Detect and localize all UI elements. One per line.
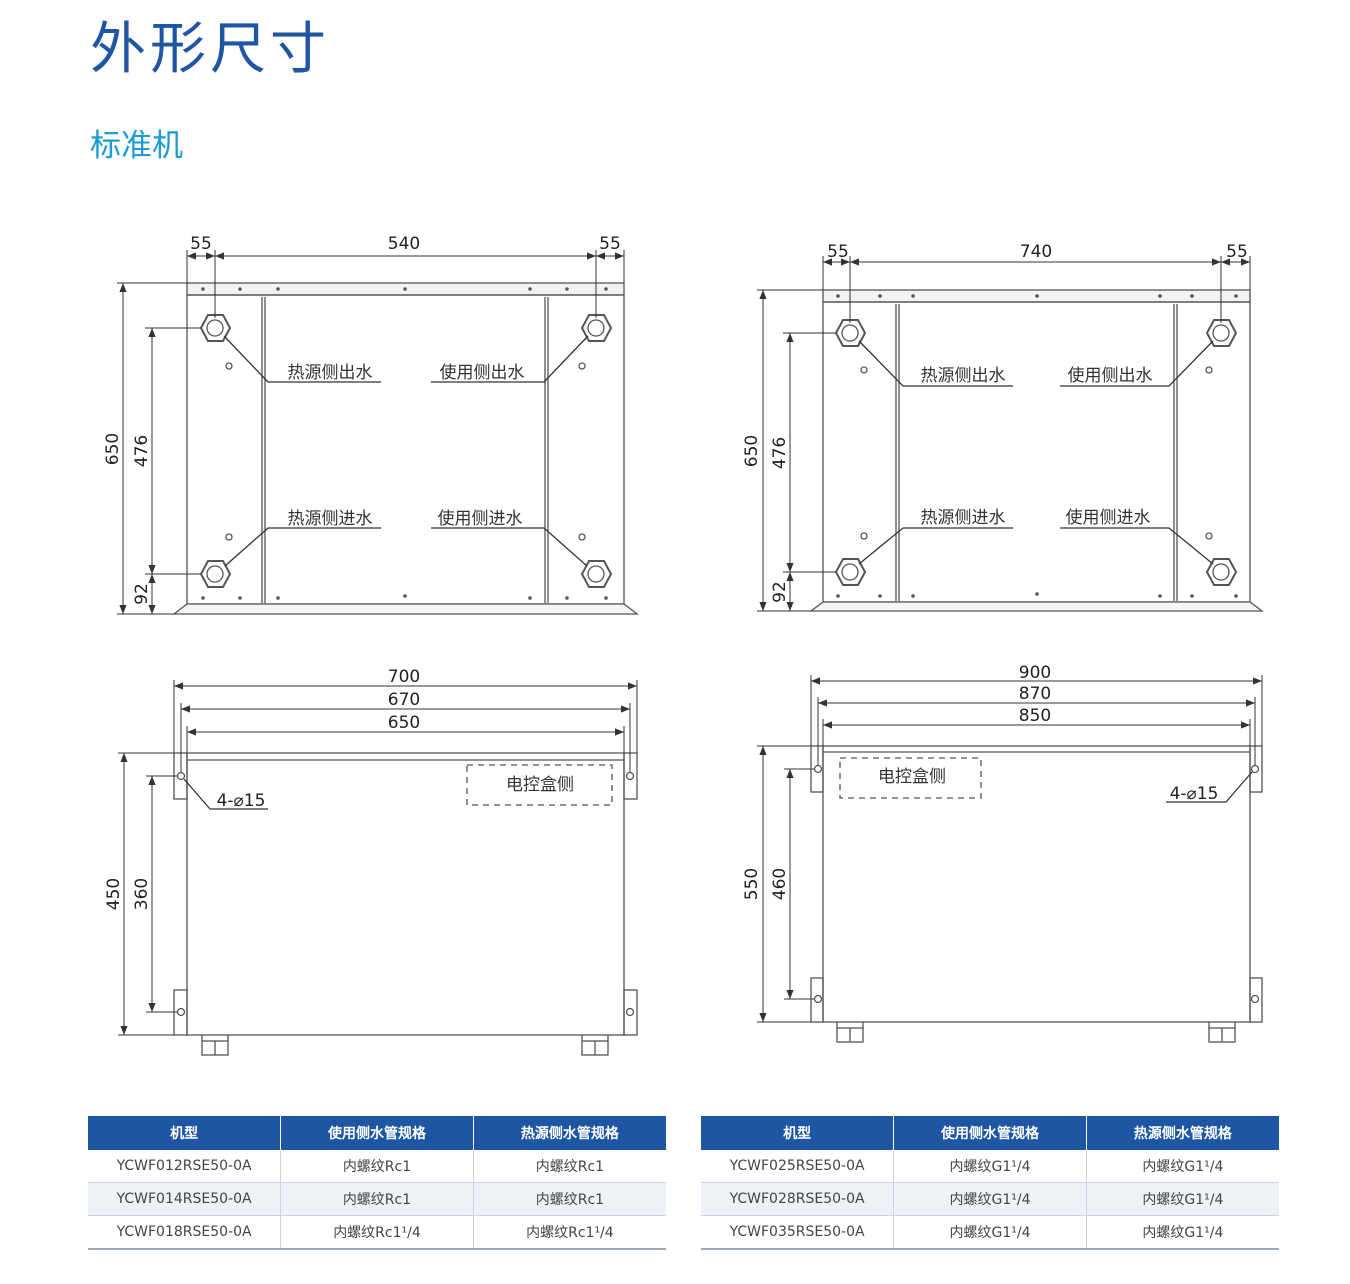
cell-model: YCWF012RSE50-0A xyxy=(88,1150,281,1183)
port-label: 热源侧进水 xyxy=(288,509,373,529)
dim-text: 670 xyxy=(388,690,420,710)
dim-text: 900 xyxy=(1019,663,1051,683)
port-label: 热源侧出水 xyxy=(921,366,1006,386)
table-row: YCWF035RSE50-0A 内螺纹G1¹/4 内螺纹G1¹/4 xyxy=(701,1215,1279,1250)
table-row: YCWF018RSE50-0A 内螺纹Rc1¹/4 内螺纹Rc1¹/4 xyxy=(88,1215,666,1250)
cell-use-side: 内螺纹G1¹/4 xyxy=(893,1182,1087,1216)
dim-text: 700 xyxy=(388,667,420,687)
large-top-texts: 900 870 850 550 460 4-⌀15 电控盒侧 xyxy=(742,663,1218,900)
cell-model: YCWF028RSE50-0A xyxy=(701,1182,894,1216)
large-front-dimensions xyxy=(757,256,1251,612)
dim-text: 360 xyxy=(132,878,152,910)
header-source-side: 热源侧水管规格 xyxy=(1085,1116,1279,1150)
dim-text: 650 xyxy=(103,433,123,465)
port-label: 使用侧进水 xyxy=(1066,507,1151,528)
small-top-texts: 700 670 650 450 360 4-⌀15 电控盒侧 xyxy=(104,667,574,910)
dim-text: 540 xyxy=(388,234,420,254)
cell-use-side: 内螺纹Rc1 xyxy=(280,1182,474,1216)
dim-text: 460 xyxy=(770,868,790,900)
dimension-drawings: 55 540 55 650 476 92 热源侧出水 使用侧出水 热源侧进水 使… xyxy=(103,234,1264,1056)
table-row: YCWF012RSE50-0A 内螺纹Rc1 内螺纹Rc1 xyxy=(88,1150,666,1183)
cell-source-side: 内螺纹G1¹/4 xyxy=(1085,1215,1279,1250)
header-model: 机型 xyxy=(701,1116,894,1150)
dim-text: 476 xyxy=(770,437,790,469)
dim-text: 55 xyxy=(599,234,621,254)
cell-model: YCWF018RSE50-0A xyxy=(88,1215,281,1250)
dim-text: 650 xyxy=(388,713,420,733)
dim-text: 55 xyxy=(1226,242,1248,262)
pipe-spec-table-large: 机型 使用侧水管规格 热源侧水管规格 YCWF025RSE50-0A 内螺纹G1… xyxy=(701,1116,1279,1250)
table-row: YCWF028RSE50-0A 内螺纹G1¹/4 内螺纹G1¹/4 xyxy=(701,1182,1279,1216)
cell-source-side: 内螺纹G1¹/4 xyxy=(1085,1150,1279,1183)
small-front-view xyxy=(172,282,639,615)
dim-text: 92 xyxy=(770,581,790,603)
large-top-dimensions xyxy=(757,675,1263,1023)
dim-text: 450 xyxy=(104,878,124,910)
cell-use-side: 内螺纹G1¹/4 xyxy=(893,1215,1087,1250)
control-box-label: 电控盒侧 xyxy=(878,767,946,787)
dim-text: 850 xyxy=(1019,706,1051,726)
pipe-spec-table-small: 机型 使用侧水管规格 热源侧水管规格 YCWF012RSE50-0A 内螺纹Rc… xyxy=(88,1116,666,1250)
table-header-row: 机型 使用侧水管规格 热源侧水管规格 xyxy=(701,1116,1279,1150)
small-top-view xyxy=(173,752,638,1056)
hole-label: 4-⌀15 xyxy=(217,791,266,811)
dim-text: 740 xyxy=(1020,242,1052,262)
port-label: 使用侧进水 xyxy=(438,508,523,529)
port-label: 热源侧出水 xyxy=(288,363,373,383)
header-source-side: 热源侧水管规格 xyxy=(472,1116,666,1150)
dim-text: 476 xyxy=(132,435,152,467)
port-label: 使用侧出水 xyxy=(1068,365,1153,386)
dim-text: 550 xyxy=(742,868,762,900)
large-front-texts: 55 740 55 650 476 92 热源侧出水 使用侧出水 热源侧进水 使… xyxy=(742,242,1248,603)
cell-use-side: 内螺纹Rc1 xyxy=(280,1150,474,1183)
large-front-view xyxy=(809,289,1264,612)
header-model: 机型 xyxy=(88,1116,281,1150)
cell-source-side: 内螺纹Rc1¹/4 xyxy=(472,1215,666,1250)
dim-text: 92 xyxy=(132,583,152,605)
port-label: 热源侧进水 xyxy=(921,508,1006,528)
dim-text: 650 xyxy=(742,435,762,467)
small-front-dimensions xyxy=(117,250,625,615)
cell-source-side: 内螺纹Rc1 xyxy=(472,1150,666,1183)
small-top-dimensions xyxy=(118,680,638,1036)
cell-source-side: 内螺纹Rc1 xyxy=(472,1182,666,1216)
hole-label: 4-⌀15 xyxy=(1170,784,1219,804)
dim-text: 55 xyxy=(190,234,212,254)
port-label: 使用侧出水 xyxy=(440,362,525,383)
dim-text: 55 xyxy=(827,242,849,262)
cell-model: YCWF025RSE50-0A xyxy=(701,1150,894,1183)
cell-use-side: 内螺纹G1¹/4 xyxy=(893,1150,1087,1183)
table-row: YCWF014RSE50-0A 内螺纹Rc1 内螺纹Rc1 xyxy=(88,1182,666,1216)
cell-source-side: 内螺纹G1¹/4 xyxy=(1085,1182,1279,1216)
table-header-row: 机型 使用侧水管规格 热源侧水管规格 xyxy=(88,1116,666,1150)
page-title: 外形尺寸 xyxy=(90,17,330,82)
header-use-side: 使用侧水管规格 xyxy=(280,1116,474,1150)
header-use-side: 使用侧水管规格 xyxy=(893,1116,1087,1150)
page-subtitle: 标准机 xyxy=(90,128,183,164)
cell-model: YCWF014RSE50-0A xyxy=(88,1182,281,1216)
cell-model: YCWF035RSE50-0A xyxy=(701,1215,894,1250)
large-top-view xyxy=(810,745,1263,1043)
small-front-texts: 55 540 55 650 476 92 热源侧出水 使用侧出水 热源侧进水 使… xyxy=(103,234,621,605)
dim-text: 870 xyxy=(1019,684,1051,704)
cell-use-side: 内螺纹Rc1¹/4 xyxy=(280,1215,474,1250)
control-box-label: 电控盒侧 xyxy=(506,775,574,795)
table-row: YCWF025RSE50-0A 内螺纹G1¹/4 内螺纹G1¹/4 xyxy=(701,1150,1279,1183)
